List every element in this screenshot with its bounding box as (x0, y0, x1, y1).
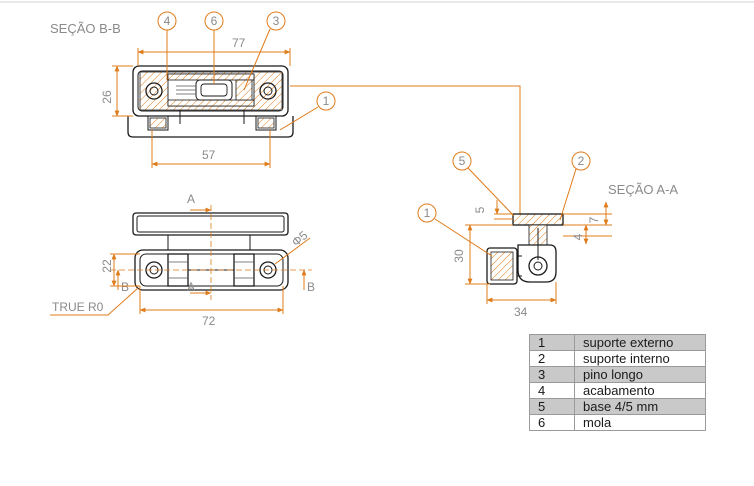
marker-a-top: A (187, 192, 195, 206)
dim-front-phi5: Φ5 (289, 228, 311, 249)
section-bb-title: SEÇÃO B-B (50, 21, 121, 36)
dim-front-72: 72 (202, 314, 216, 328)
part-number: 2 (529, 350, 575, 367)
part-description: mola (574, 414, 706, 431)
balloon-aa-1: 1 (424, 206, 431, 220)
dim-front-22: 22 (100, 259, 114, 273)
part-description: suporte interno (574, 350, 706, 367)
balloon-aa-5: 5 (459, 154, 466, 168)
parts-list-table: 1 suporte externo 2 suporte interno 3 pi… (529, 334, 706, 431)
true-r0-note: TRUE R0 (52, 300, 104, 314)
balloon-bb-6: 6 (211, 14, 218, 28)
dim-bb-26: 26 (100, 90, 114, 104)
part-number: 4 (529, 382, 575, 399)
part-description: suporte externo (574, 334, 706, 351)
marker-b-right: B (307, 280, 315, 294)
section-bb-view: SEÇÃO B-B 77 (50, 11, 521, 215)
part-description: acabamento (574, 382, 706, 399)
dim-aa-30: 30 (452, 249, 466, 263)
table-row: 6 mola (529, 414, 706, 431)
dim-bb-57: 57 (202, 148, 216, 162)
part-number: 5 (529, 398, 575, 415)
marker-b-left: B (121, 280, 129, 294)
front-view: A A B B 22 72 Φ5 TRUE R0 (50, 192, 315, 328)
balloon-aa-2: 2 (578, 154, 585, 168)
dim-aa-5: 5 (473, 206, 487, 213)
table-row: 3 pino longo (529, 366, 706, 383)
table-row: 5 base 4/5 mm (529, 398, 706, 415)
part-number: 1 (529, 334, 575, 351)
balloon-bb-1: 1 (323, 94, 330, 108)
table-row: 2 suporte interno (529, 350, 706, 367)
dim-bb-77: 77 (232, 36, 246, 50)
marker-a-bottom: A (187, 280, 195, 294)
part-number: 3 (529, 366, 575, 383)
dim-aa-34: 34 (514, 305, 528, 319)
section-aa-title: SEÇÃO A-A (608, 182, 678, 197)
table-row: 4 acabamento (529, 382, 706, 399)
part-number: 6 (529, 414, 575, 431)
dim-aa-7: 7 (587, 216, 601, 223)
balloon-bb-4: 4 (164, 14, 171, 28)
section-aa-view: SEÇÃO A-A 5 7 4 30 (417, 151, 678, 319)
part-description: base 4/5 mm (574, 398, 706, 415)
part-description: pino longo (574, 366, 706, 383)
dim-aa-4: 4 (571, 233, 585, 240)
balloon-bb-3: 3 (273, 14, 280, 28)
table-row: 1 suporte externo (529, 334, 706, 351)
